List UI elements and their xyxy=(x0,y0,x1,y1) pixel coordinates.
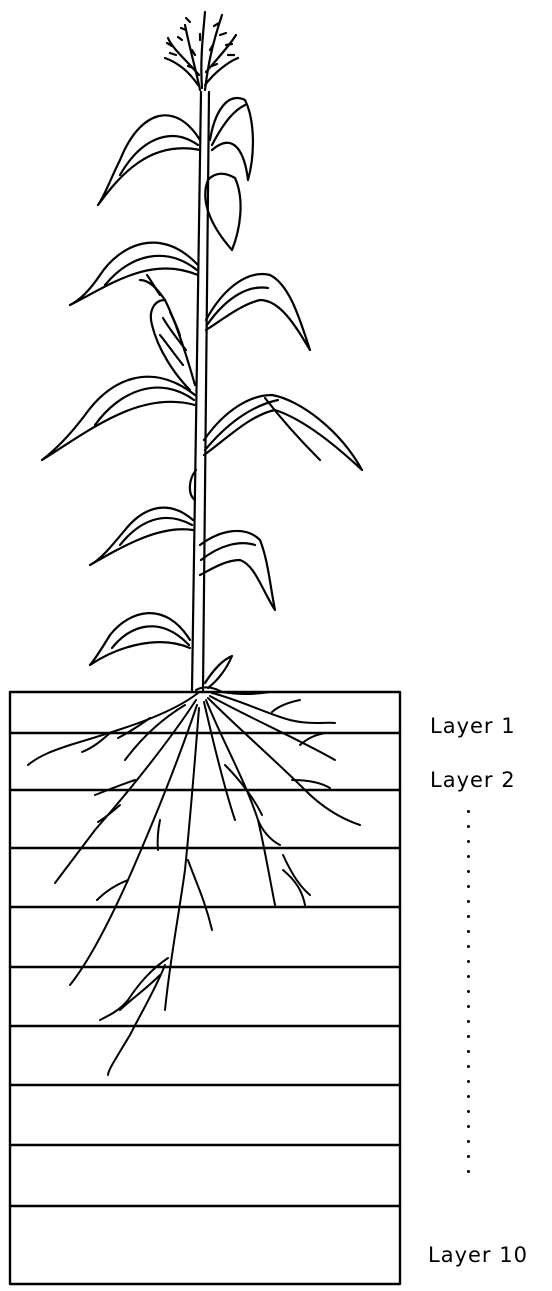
root-system xyxy=(28,687,360,1075)
tassel xyxy=(165,12,238,90)
left-leaves xyxy=(42,115,200,665)
soil-layers xyxy=(10,692,400,1284)
layer-2-label: Layer 2 xyxy=(430,768,516,792)
layer-1-label: Layer 1 xyxy=(430,714,516,738)
corn-ear xyxy=(140,275,195,390)
ellipsis-dots xyxy=(466,810,470,1185)
layer-10-label: Layer 10 xyxy=(428,1243,528,1267)
right-leaves xyxy=(190,98,362,688)
